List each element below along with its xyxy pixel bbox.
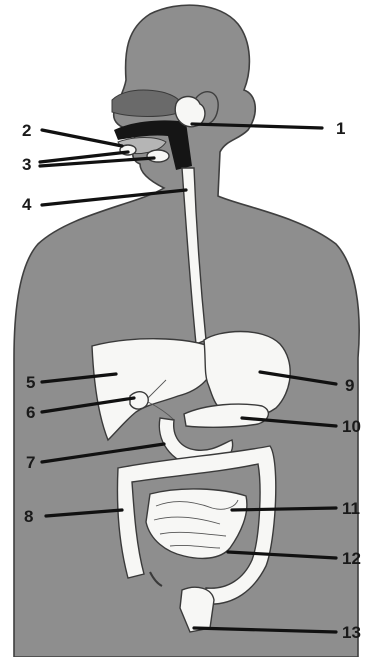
label-10: 10 [342,417,361,436]
label-5: 5 [26,373,35,392]
label-3: 3 [22,155,31,174]
label-11: 11 [342,499,360,518]
label-13: 13 [342,623,361,642]
gallbladder [130,392,148,409]
label-2: 2 [22,121,31,140]
leader-line-2 [42,130,122,146]
submandibular-gland [147,150,169,162]
label-6: 6 [26,403,35,422]
label-7: 7 [26,453,35,472]
label-9: 9 [345,376,354,395]
label-1: 1 [336,119,345,138]
label-12: 12 [342,549,361,568]
label-8: 8 [24,507,33,526]
leader-line-11 [232,508,336,510]
label-4: 4 [22,195,32,214]
